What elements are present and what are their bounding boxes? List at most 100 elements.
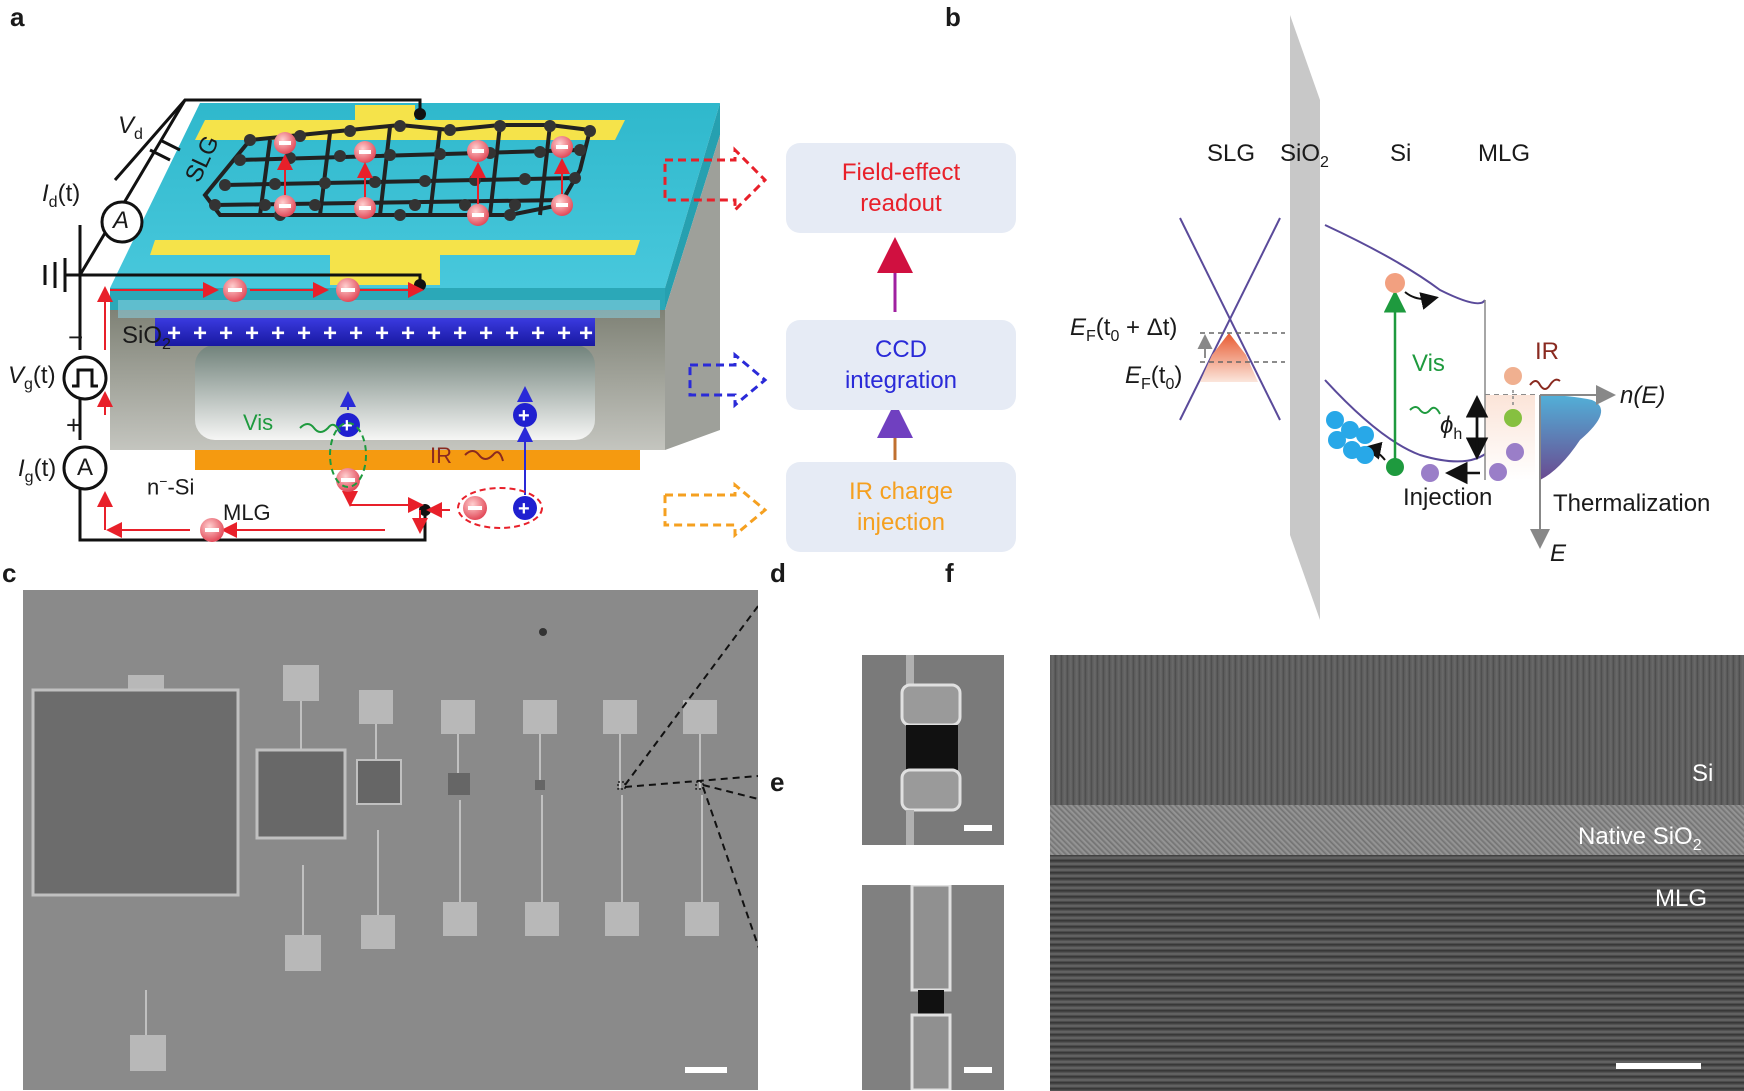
large-pad — [31, 688, 240, 897]
ammeter-top-label: A — [113, 207, 130, 234]
scalebar-e — [964, 1067, 992, 1073]
phi-h-label: ϕh — [1440, 412, 1463, 443]
accumulated-holes — [1326, 411, 1374, 464]
tem-label-mlg: MLG — [1655, 885, 1708, 912]
scalebar-d — [964, 825, 992, 831]
ig-label: Ig(t) — [18, 455, 57, 486]
vg-plus: + — [66, 410, 82, 440]
svg-text:+: + — [297, 320, 311, 347]
thermalization-label: Thermalization — [1553, 490, 1711, 517]
panel-letter-f: f — [945, 558, 954, 588]
panel-letter-e: e — [770, 767, 785, 797]
channel-e — [910, 885, 952, 1090]
panel-letter-c: c — [2, 558, 17, 588]
ammeter-bottom-label: A — [77, 454, 94, 481]
tem-label-native-sio2: Native SiO2 — [1578, 823, 1702, 854]
header-sio2: SiO2 — [1280, 140, 1329, 171]
header-si: Si — [1390, 140, 1412, 167]
ef-t0-label: EF(t0) — [1125, 362, 1183, 393]
svg-text:+: + — [219, 320, 233, 347]
slg-dirac-cone — [1179, 217, 1281, 421]
tem-mlg-region — [1050, 855, 1744, 1091]
vis-photon-icon — [299, 423, 341, 433]
svg-text:+: + — [341, 415, 353, 437]
sem-image-c — [23, 590, 758, 1090]
ground-symbol — [43, 258, 80, 292]
header-mlg: MLG — [1478, 140, 1531, 167]
svg-text:+: + — [531, 320, 545, 347]
tem-sio2-region — [1050, 805, 1744, 855]
svg-text:+: + — [579, 320, 593, 347]
svg-text:+: + — [245, 320, 259, 347]
sem-image-e — [862, 885, 1004, 1090]
holes: + + + — [336, 386, 537, 520]
panel-letter-a: a — [10, 2, 25, 32]
tem-label-si: Si — [1692, 760, 1714, 787]
svg-text:+: + — [427, 320, 441, 347]
flow-arrows — [663, 146, 768, 539]
slg-filled-states — [1200, 333, 1258, 382]
svg-text:+: + — [349, 320, 363, 347]
ccd-charge-bar — [155, 318, 595, 346]
svg-text:+: + — [401, 320, 415, 347]
mlg-layer — [195, 450, 640, 470]
svg-text:+: + — [323, 320, 337, 347]
svg-text:+: + — [271, 320, 285, 347]
id-label: Id(t) — [42, 180, 81, 211]
ir-photon-b-icon — [1529, 378, 1561, 390]
nsi-label: n−-Si — [147, 473, 195, 500]
current-arrows — [97, 282, 450, 538]
panel-letter-d: d — [770, 558, 786, 588]
svg-text:+: + — [453, 320, 467, 347]
vis-label-b: Vis — [1412, 350, 1445, 377]
e-axis-label: E — [1550, 540, 1567, 567]
vis-pair-outline — [329, 422, 367, 488]
svg-text:+: + — [518, 498, 530, 520]
tem-image-f: Si Native SiO2 MLG — [1050, 655, 1744, 1091]
svg-text:+: + — [479, 320, 493, 347]
graphene-electrons — [274, 132, 573, 226]
svg-text:+: + — [167, 320, 181, 347]
ir-hole — [1504, 409, 1522, 427]
n-of-e-label: n(E) — [1620, 382, 1666, 409]
ammeter-top — [100, 200, 144, 244]
ir-pair-outline — [457, 487, 543, 529]
circuit-electrons — [200, 278, 487, 542]
vis-transition — [1383, 273, 1441, 476]
tem-si-region — [1050, 655, 1744, 805]
svg-text:+: + — [518, 405, 530, 427]
sem-devices — [31, 604, 758, 1071]
svg-text:+: + — [557, 320, 571, 347]
ir-electron — [1504, 367, 1522, 385]
ir-label-a: IR — [430, 443, 452, 468]
thermalization-distribution — [1540, 395, 1602, 480]
ammeter-bottom — [62, 445, 108, 491]
header-slg: SLG — [1207, 140, 1256, 167]
sio2-barrier — [1290, 15, 1320, 620]
sem-image-d — [862, 655, 1004, 845]
vg-label: Vg(t) — [8, 362, 56, 393]
vd-label: Vd — [118, 112, 143, 143]
svg-text:+: + — [193, 320, 207, 347]
scalebar-f — [1616, 1063, 1701, 1069]
vd-source-symbol — [149, 138, 181, 162]
electron-relax-arrow — [1404, 291, 1439, 310]
pulse-source — [62, 355, 108, 401]
panel-letter-b: b — [945, 2, 961, 32]
vis-label-a: Vis — [243, 410, 274, 435]
vg-minus: − — [68, 322, 84, 352]
ef-t0-plus-dt-label: EF(t0 + Δt) — [1070, 314, 1178, 345]
sio2-label: SiO2 — [122, 322, 171, 353]
injection-label: Injection — [1403, 484, 1493, 511]
svg-text:+: + — [375, 320, 389, 347]
scalebar-c — [685, 1067, 727, 1073]
ir-photon-icon — [464, 450, 504, 462]
mlg-label: MLG — [223, 500, 271, 525]
channel-d — [900, 655, 962, 845]
ccd-positive-charges: +++ +++ +++ +++ +++ ++ — [167, 320, 593, 347]
ir-label-b: IR — [1535, 338, 1559, 365]
